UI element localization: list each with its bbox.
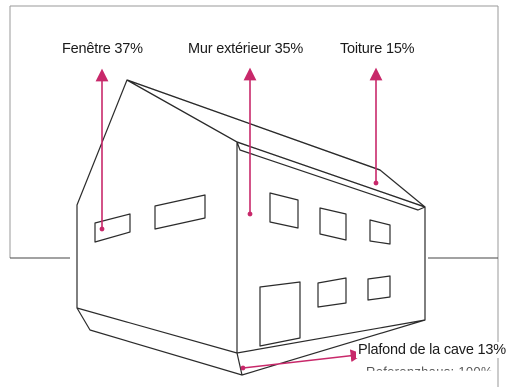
frame	[9, 5, 499, 387]
window-front-upper-2	[319, 207, 347, 241]
front-wall	[236, 141, 426, 354]
window-front-upper-3	[369, 219, 391, 245]
window-gable-2	[154, 194, 206, 230]
window-gable-1	[94, 213, 131, 243]
gable-wall	[76, 79, 238, 354]
roof-edge	[236, 141, 426, 211]
window-label: Fenêtre 37%	[62, 41, 143, 57]
cut-off-label: Referenzhaus: 100%	[366, 364, 493, 379]
cellar-ceiling-plate	[76, 307, 426, 376]
roof-ridge	[126, 79, 381, 171]
house	[76, 79, 426, 376]
window-front-upper-1	[269, 192, 299, 229]
roof-arrow-dot	[373, 180, 379, 186]
roof-eave	[236, 141, 426, 208]
roof-label: Toiture 15%	[340, 41, 415, 57]
wall-arrow-dot	[247, 211, 253, 217]
window-front-lower-2	[367, 275, 391, 301]
heat-loss-arrows	[95, 67, 383, 371]
window-arrow-dot	[99, 226, 105, 232]
cellar-ceiling-edge	[236, 352, 243, 376]
window-front-lower-1	[317, 277, 347, 308]
cellar-ceiling-label: Plafond de la cave 13%	[356, 342, 508, 358]
cellar-arrow-dot	[240, 365, 246, 371]
exterior-wall-label: Mur extérieur 35%	[188, 41, 304, 57]
cellar-arrow	[242, 349, 364, 369]
door	[259, 281, 301, 347]
roof-surface	[126, 79, 426, 208]
